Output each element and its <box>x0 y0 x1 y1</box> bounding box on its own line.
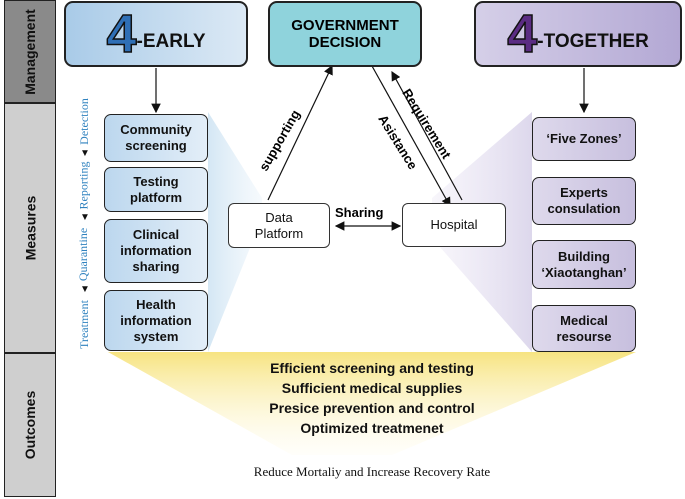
five-zones-box: ‘Five Zones’ <box>532 117 636 161</box>
outcome-item: Optimized treatmenet <box>300 420 444 436</box>
sharing-label: Sharing <box>335 205 384 220</box>
stage-quarantine: Quarantine <box>76 227 91 281</box>
outcome-item: Efficient screening and testing <box>270 360 474 376</box>
stage-reporting: Reporting <box>76 161 91 209</box>
management-label: Management <box>22 8 39 95</box>
hospital-box: Hospital <box>402 203 506 247</box>
arrow-down-icon: ▼ <box>80 284 90 295</box>
outcome-item: Presice prevention and control <box>269 400 475 416</box>
outcomes-band: Outcomes <box>4 353 56 497</box>
government-line1: GOVERNMENT <box>291 17 399 34</box>
government-decision-box: GOVERNMENT DECISION <box>268 1 422 67</box>
building-xiaotanghan-box: Building‘Xiaotanghan’ <box>532 240 636 289</box>
four-early-text: -EARLY <box>136 31 206 52</box>
outcome-item: Sufficient medical supplies <box>281 380 463 396</box>
management-band: Management <box>4 0 56 103</box>
four-early-number: 4 <box>106 3 138 65</box>
outcomes-list: Efficient screening and testing Sufficie… <box>108 358 636 438</box>
government-line2: DECISION <box>308 34 382 51</box>
footer-statement: Reduce Mortaliy and Increase Recovery Ra… <box>253 464 491 479</box>
stage-treatment: Treatment <box>76 299 91 349</box>
arrow-down-icon: ▼ <box>80 148 90 159</box>
four-together-text: -TOGETHER <box>537 31 649 52</box>
measures-band: Measures <box>4 103 56 353</box>
four-together-box: 4 -TOGETHER <box>474 1 682 67</box>
measures-label: Measures <box>22 195 38 261</box>
arrow-down-icon: ▼ <box>80 212 90 223</box>
stage-detection: Detection <box>76 97 91 145</box>
four-together-number: 4 <box>506 3 538 65</box>
outcome-funnel <box>108 352 636 455</box>
four-early-box: 4 -EARLY <box>64 1 248 67</box>
outcomes-label: Outcomes <box>22 390 38 460</box>
